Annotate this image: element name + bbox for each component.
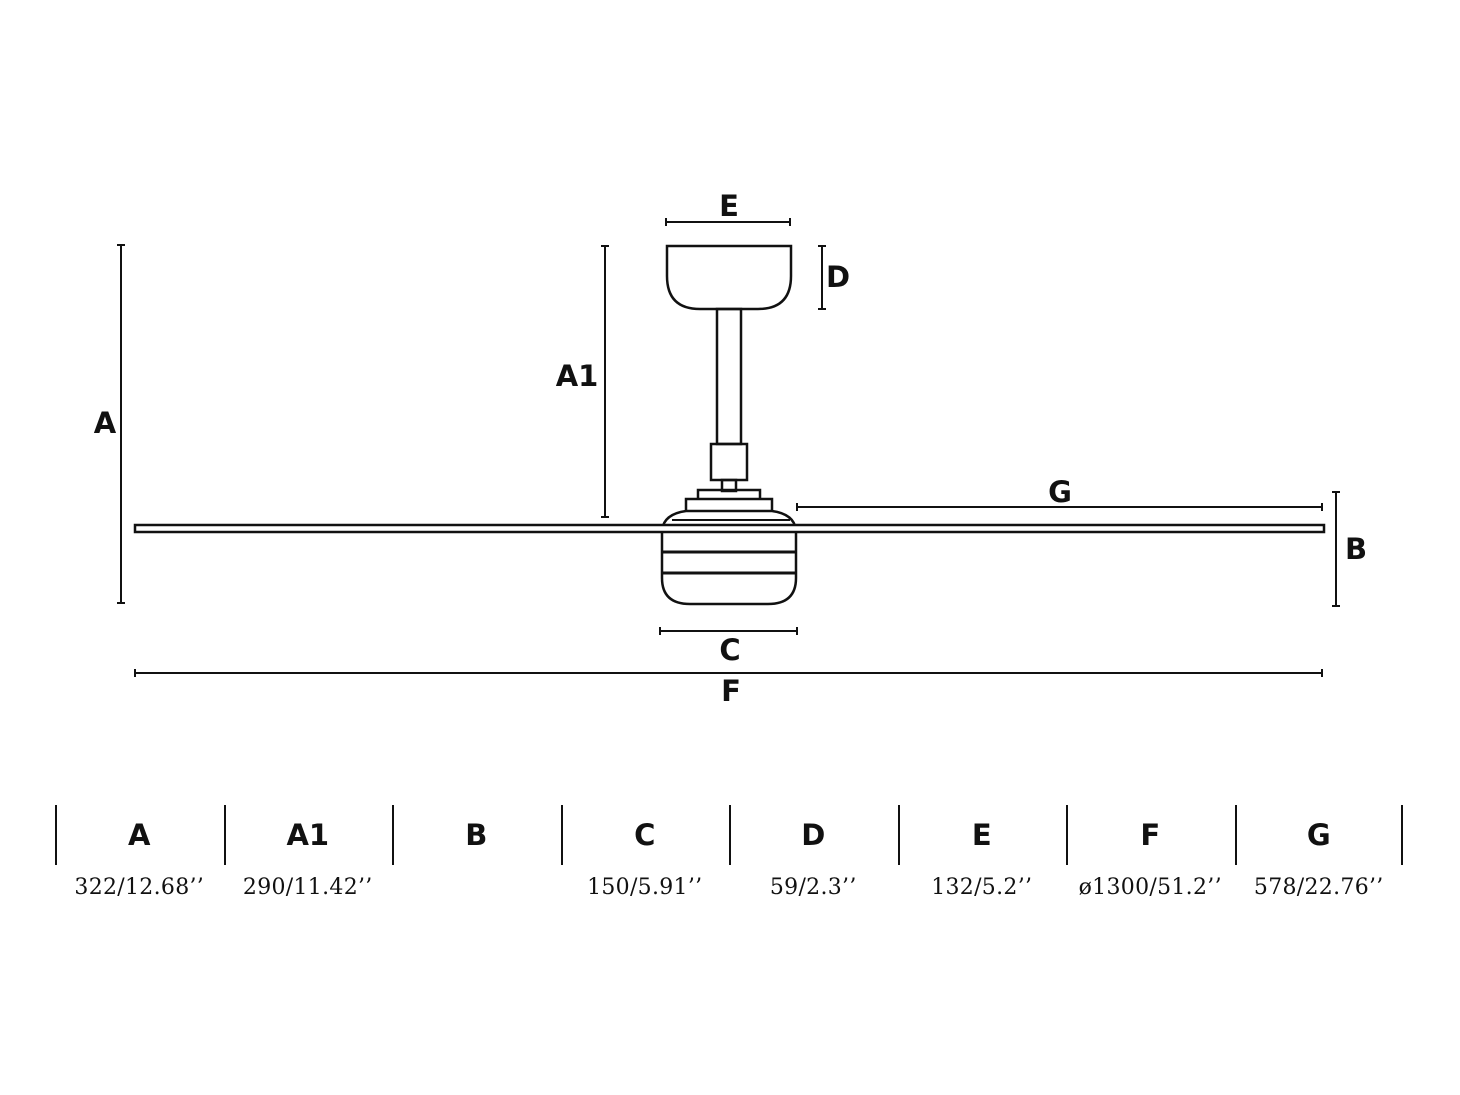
dimension-value: 132/5.2’’ [931, 875, 1033, 900]
dimension-cell-c: C 150/5.91’’ [560, 805, 730, 915]
dimension-value: 322/12.68’’ [74, 875, 205, 900]
column-divider [897, 805, 900, 865]
dimension-label: C [634, 818, 656, 852]
column-divider [560, 805, 563, 865]
dimension-line-g [796, 503, 1323, 511]
dimension-label: G [1306, 818, 1331, 852]
diagram-label-a1: A1 [556, 359, 599, 393]
dimension-line-c [659, 627, 798, 635]
fan-coupler [709, 442, 749, 482]
dimension-label: D [801, 818, 826, 852]
dimension-value: 59/2.3’’ [769, 875, 857, 900]
column-divider [1234, 805, 1237, 865]
dimension-label: A [128, 818, 151, 852]
diagram-label-f: F [721, 674, 741, 708]
diagram-label-g: G [1048, 475, 1072, 509]
dimension-line-a1 [601, 245, 609, 518]
dimension-value: 290/11.42’’ [242, 875, 373, 900]
fan-downrod [715, 307, 743, 446]
dimension-cell-e: E 132/5.2’’ [897, 805, 1067, 915]
dimension-label: F [1140, 818, 1161, 852]
diagram-label-c: C [719, 633, 740, 667]
diagram-label-a: A [94, 406, 117, 440]
diagram-label-d: D [826, 260, 850, 294]
column-divider [223, 805, 226, 865]
fan-drawing [133, 244, 1326, 606]
dimension-value: ø1300/51.2’’ [1078, 875, 1222, 900]
dimension-value: 150/5.91’’ [587, 875, 703, 900]
column-divider [1401, 805, 1403, 865]
column-divider [1066, 805, 1068, 865]
dimension-line-b [1332, 491, 1340, 607]
dimension-line-a [117, 244, 125, 604]
column-divider [392, 805, 394, 865]
dimension-label: E [971, 818, 992, 852]
dimension-value: 578/22.76’’ [1253, 875, 1384, 900]
fan-motor-cap [684, 488, 774, 511]
dimension-cell-f: F ø1300/51.2’’ [1066, 805, 1235, 915]
dimension-line-f [134, 669, 1323, 677]
diagram-label-e: E [719, 189, 739, 223]
column-divider [55, 805, 57, 865]
dimension-cell-a: A 322/12.68’’ [55, 805, 224, 915]
dimension-label: A1 [286, 818, 330, 852]
dimension-cell-a1: A1 290/11.42’’ [223, 805, 393, 915]
dimension-cell-d: D 59/2.3’’ [729, 805, 898, 915]
fan-canopy [665, 244, 793, 311]
dimensions-table: A 322/12.68’’ A1 290/11.42’’ B C 150/5.9… [55, 805, 1403, 915]
diagram-label-b: B [1345, 532, 1367, 566]
fan-blade [133, 523, 1326, 534]
dimension-cell-b: B [392, 805, 561, 915]
dimension-line-d [818, 245, 826, 310]
dimension-cell-g: G 578/22.76’’ [1234, 805, 1403, 915]
dimension-line-e [665, 218, 791, 226]
dimension-label: B [465, 818, 488, 852]
column-divider [729, 805, 731, 865]
